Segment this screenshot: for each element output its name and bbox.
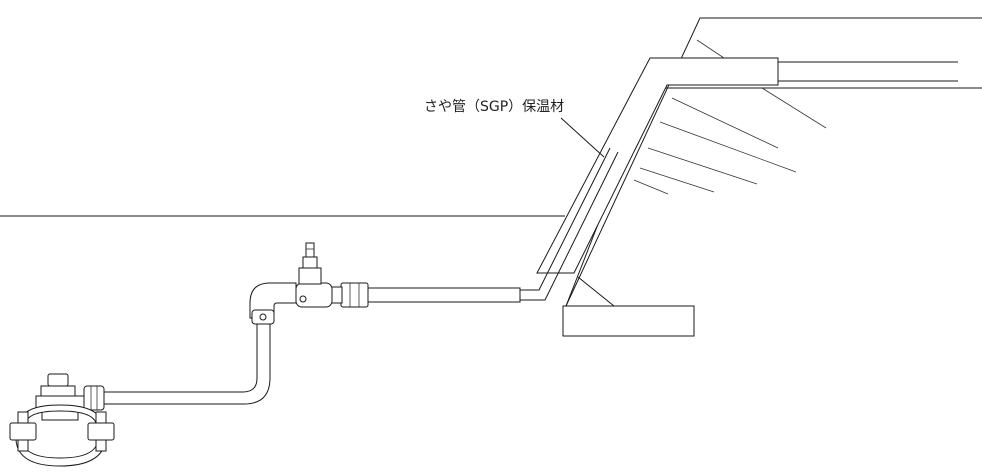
pipe-connector — [83, 385, 105, 411]
bend-pipe — [101, 323, 271, 405]
inner-pipe-lower — [520, 151, 619, 301]
horizontal-pipe — [367, 287, 521, 303]
sleeve-pipe-label: さや管（SGP）保温材 — [424, 99, 564, 115]
union-fitting — [329, 282, 369, 308]
stop-valve — [295, 242, 333, 308]
elbow-fitting — [249, 282, 297, 325]
saddle-clamp — [9, 373, 115, 467]
sleeve-pipe — [536, 57, 958, 274]
sleeve-pipe-insulation — [536, 57, 779, 274]
wall-hatching — [633, 39, 827, 195]
horizontal-pipe-body — [367, 287, 521, 303]
foundation-block — [562, 305, 695, 337]
footing-support-line — [577, 276, 615, 307]
wall-outer-face — [565, 17, 982, 307]
callout-leader — [560, 117, 605, 158]
inner-pipe-upper — [520, 147, 611, 291]
